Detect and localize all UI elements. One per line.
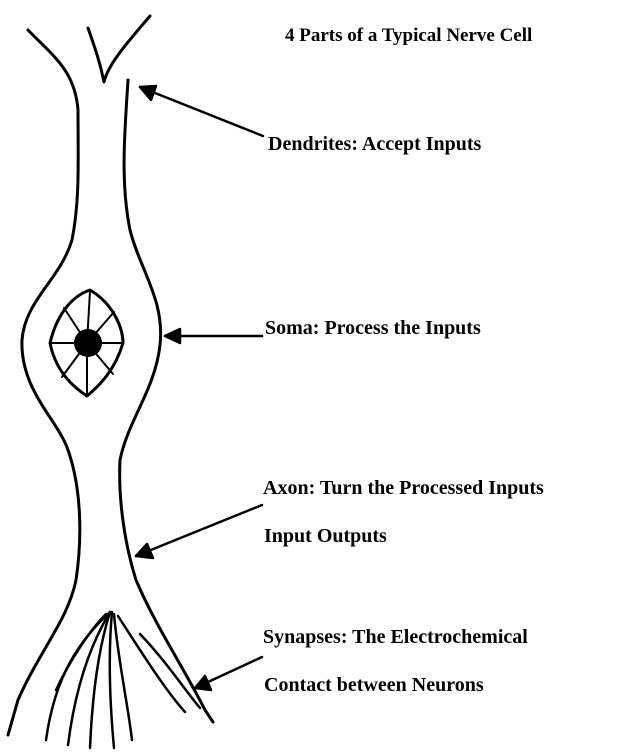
synapses-label-line2: Contact between Neurons bbox=[264, 675, 484, 695]
axon-label-line1: Axon: Turn the Processed Inputs bbox=[263, 478, 544, 498]
synapses-label-line1: Synapses: The Electrochemical bbox=[263, 627, 528, 647]
dendrites bbox=[28, 16, 150, 110]
dendrites-arrow bbox=[140, 86, 263, 136]
dendrites-label: Dendrites: Accept Inputs bbox=[268, 134, 481, 154]
soma-label: Soma: Process the Inputs bbox=[265, 318, 481, 338]
diagram-title: 4 Parts of a Typical Nerve Cell bbox=[285, 26, 532, 45]
synapses-arrow bbox=[195, 657, 262, 690]
axon-arrow bbox=[136, 505, 262, 558]
soma-arrow bbox=[165, 329, 262, 343]
nucleolus bbox=[74, 329, 102, 357]
axon-terminal-fibers bbox=[46, 612, 200, 748]
label-arrows bbox=[136, 86, 263, 690]
axon-label-line2: Input Outputs bbox=[264, 526, 387, 546]
nucleus bbox=[50, 290, 123, 396]
